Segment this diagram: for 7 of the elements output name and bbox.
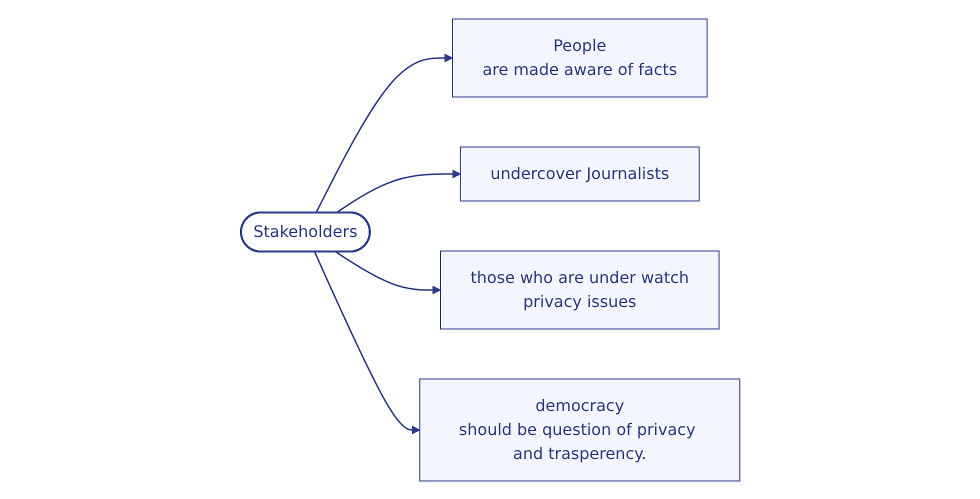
node-box: People are made aware of facts — [452, 18, 708, 97]
node-box: undercover Journalists — [460, 146, 700, 201]
arrow — [314, 53, 452, 213]
arrow — [314, 251, 420, 434]
node-box: those who are under watch privacy issues — [440, 250, 720, 329]
arrow — [335, 250, 440, 294]
node-box: democracy should be question of privacy and trasperency. — [418, 378, 740, 481]
